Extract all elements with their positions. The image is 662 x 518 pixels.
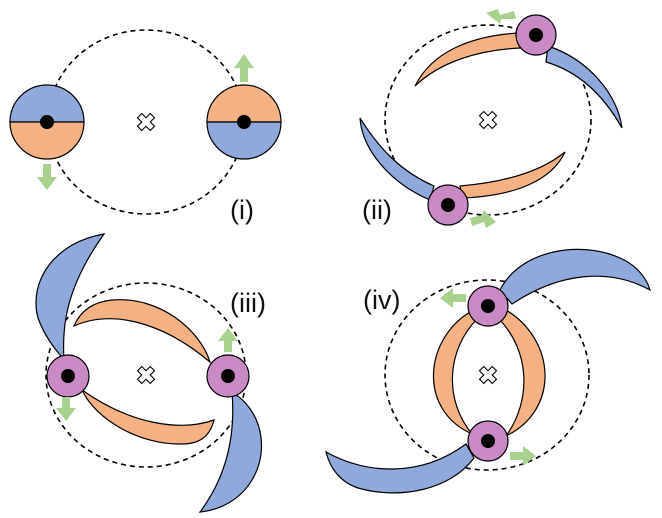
node-core: [221, 369, 235, 383]
spiral-arm-orange: [414, 32, 521, 87]
spiral-arm-blue: [545, 45, 623, 129]
node-core: [529, 28, 543, 42]
node-core: [481, 299, 495, 313]
velocity-arrow-icon: [470, 210, 496, 228]
center-of-mass-cross-icon: [478, 365, 498, 385]
spiral-arm-blue: [325, 443, 475, 494]
body-blue-half: [206, 121, 282, 160]
panel-label: (iii): [230, 288, 266, 318]
velocity-arrow-icon: [37, 164, 57, 190]
center-of-mass-cross-icon: [136, 365, 156, 385]
node-core: [61, 369, 75, 383]
body-blue-half: [9, 84, 85, 123]
velocity-arrow-icon: [510, 446, 536, 466]
body-core: [237, 115, 251, 129]
spiral-arm-blue: [499, 248, 651, 305]
velocity-arrow-icon: [234, 54, 254, 82]
body-orange-half: [206, 84, 282, 123]
body-orange-half: [9, 121, 85, 160]
spiral-arm-blue: [359, 117, 435, 201]
panel-label: (ii): [362, 195, 392, 225]
body-core: [40, 115, 54, 129]
panel-label: (iv): [363, 285, 400, 315]
velocity-arrow-icon: [56, 397, 76, 421]
center-of-mass-cross-icon: [136, 112, 156, 132]
orbit-circle: [384, 279, 590, 471]
node-core: [441, 198, 455, 212]
velocity-arrow-icon: [218, 328, 238, 352]
velocity-arrow-icon: [440, 288, 466, 308]
spiral-arm-orange: [72, 299, 212, 364]
node-core: [481, 434, 495, 448]
spiral-arm-blue: [35, 233, 106, 362]
panel-label: (i): [230, 195, 254, 225]
velocity-arrow-icon: [486, 9, 516, 24]
center-of-mass-cross-icon: [478, 110, 498, 130]
spiral-arm-orange: [432, 311, 479, 435]
panel-iv: (iv): [325, 248, 651, 494]
spiral-arm-orange: [459, 151, 566, 199]
spiral-arm-orange: [497, 309, 546, 437]
spiral-arm-orange: [80, 388, 215, 445]
panel-i: (i): [9, 29, 282, 225]
spiral-arm-blue: [198, 390, 263, 513]
panel-ii: (ii): [359, 9, 623, 228]
panel-iii: (iii): [35, 233, 266, 513]
